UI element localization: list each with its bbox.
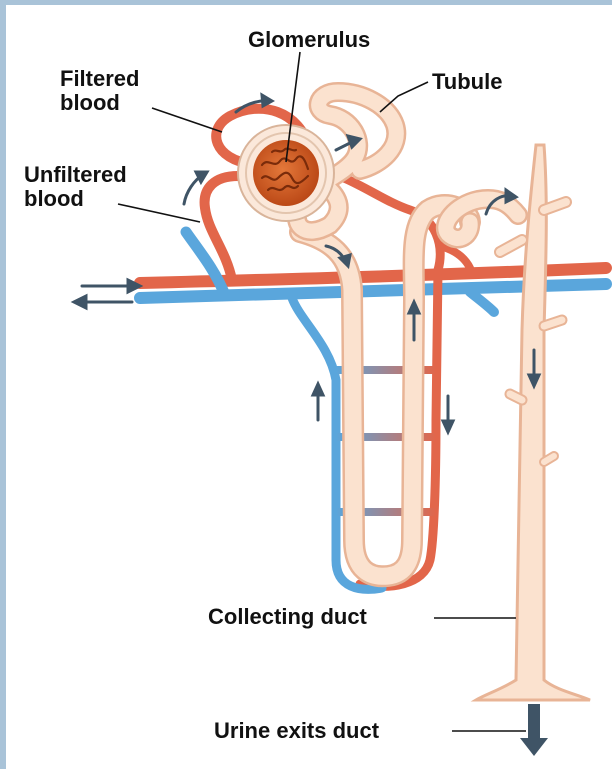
urine-exit-arrow-shaft: [528, 704, 540, 740]
label-tubule: Tubule: [432, 69, 502, 94]
label-filtered-blood-line2: blood: [60, 90, 120, 115]
arrowhead-icon: [443, 421, 453, 432]
distal-tubule-fill: [446, 199, 518, 238]
collecting-duct: [476, 145, 590, 700]
filtered-blood-leader-line: [152, 108, 222, 132]
arrowhead-icon: [74, 296, 86, 308]
arrowhead-icon: [262, 95, 272, 106]
vasa-recta-blue: [292, 298, 382, 589]
tubule-loop-fill: [300, 205, 470, 576]
label-filtered-blood-line1: Filtered: [60, 66, 139, 91]
label-unfiltered-blood-line1: Unfiltered: [24, 162, 127, 187]
urine-exit-arrowhead-icon: [520, 738, 548, 756]
label-unfiltered-blood-line2: blood: [24, 186, 84, 211]
tubule-loop: [300, 205, 470, 576]
label-urine-exits-duct: Urine exits duct: [214, 718, 380, 743]
unfiltered-blood-leader-line: [118, 204, 200, 222]
vein-branch-right: [470, 292, 494, 312]
label-glomerulus: Glomerulus: [248, 27, 370, 52]
label-collecting-duct: Collecting duct: [208, 604, 368, 629]
arrowhead-icon: [313, 384, 323, 395]
duct-branch: [500, 240, 522, 252]
nephron-diagram: Glomerulus Filtered blood Tubule Unfilte…: [6, 5, 612, 769]
